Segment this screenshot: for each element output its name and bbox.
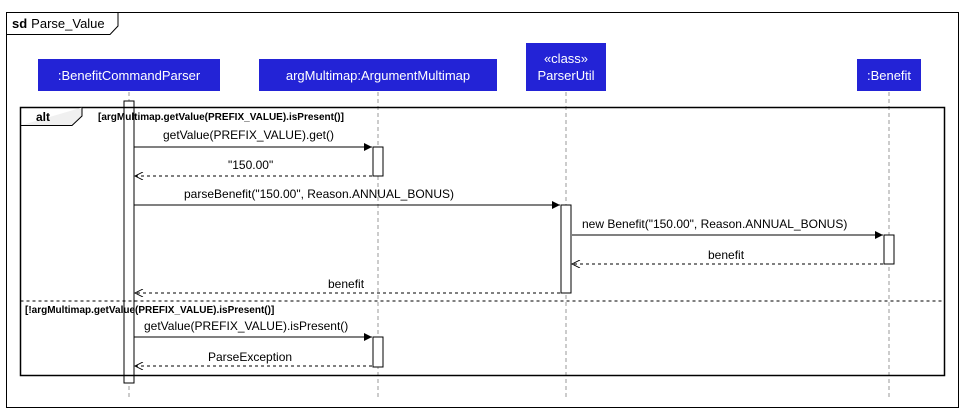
participant-benefit bbox=[857, 59, 921, 91]
svg-text:parseBenefit("150.00", Reason.: parseBenefit("150.00", Reason.ANNUAL_BON… bbox=[184, 187, 454, 201]
sd-frame-tab bbox=[6, 12, 119, 35]
svg-text:getValue(PREFIX_VALUE).isPrese: getValue(PREFIX_VALUE).isPresent() bbox=[144, 319, 348, 333]
svg-text:benefit: benefit bbox=[708, 248, 745, 262]
svg-text:new Benefit("150.00", Reason.A: new Benefit("150.00", Reason.ANNUAL_BONU… bbox=[582, 217, 847, 231]
activation-argument-multimap-1 bbox=[372, 146, 384, 177]
activation-argument-multimap-2 bbox=[372, 336, 384, 368]
participant-argument-multimap bbox=[259, 59, 497, 91]
message-return-benefit-to-parser: benefit bbox=[135, 277, 560, 293]
alt-fragment bbox=[19, 106, 946, 377]
alt-tab bbox=[20, 107, 83, 126]
activation-benefit-command-parser bbox=[123, 100, 135, 384]
svg-text:"150.00": "150.00" bbox=[228, 158, 273, 172]
activation-benefit bbox=[883, 234, 895, 265]
participant-label: :Benefit bbox=[867, 68, 911, 83]
participant-label: argMultimap:ArgumentMultimap bbox=[286, 68, 470, 83]
message-parse-benefit: parseBenefit("150.00", Reason.ANNUAL_BON… bbox=[134, 187, 560, 209]
participant-label: :BenefitCommandParser bbox=[58, 68, 201, 83]
svg-text:benefit: benefit bbox=[328, 277, 365, 291]
message-new-benefit: new Benefit("150.00", Reason.ANNUAL_BONU… bbox=[572, 217, 883, 239]
sd-frame bbox=[6, 12, 959, 408]
message-parse-exception: ParseException bbox=[135, 350, 372, 366]
activation-parser-util bbox=[560, 204, 572, 294]
participant-stereotype: «class» bbox=[544, 51, 588, 66]
participant-benefit-command-parser bbox=[38, 59, 220, 91]
svg-text:ParseException: ParseException bbox=[208, 350, 292, 364]
message-return-value: "150.00" bbox=[135, 158, 372, 176]
message-get-value: getValue(PREFIX_VALUE).get() bbox=[134, 128, 372, 151]
participant-label: ParserUtil bbox=[537, 68, 594, 83]
participant-parser-util bbox=[526, 43, 606, 91]
message-is-present: getValue(PREFIX_VALUE).isPresent() bbox=[134, 319, 372, 341]
message-return-benefit: benefit bbox=[572, 248, 883, 264]
alt-keyword: alt bbox=[36, 110, 50, 124]
svg-text:getValue(PREFIX_VALUE).get(): getValue(PREFIX_VALUE).get() bbox=[163, 128, 334, 142]
alt-guard-2: [!argMultimap.getValue(PREFIX_VALUE).isP… bbox=[25, 305, 274, 316]
alt-guard-1: [argMultimap.getValue(PREFIX_VALUE).isPr… bbox=[98, 112, 344, 123]
